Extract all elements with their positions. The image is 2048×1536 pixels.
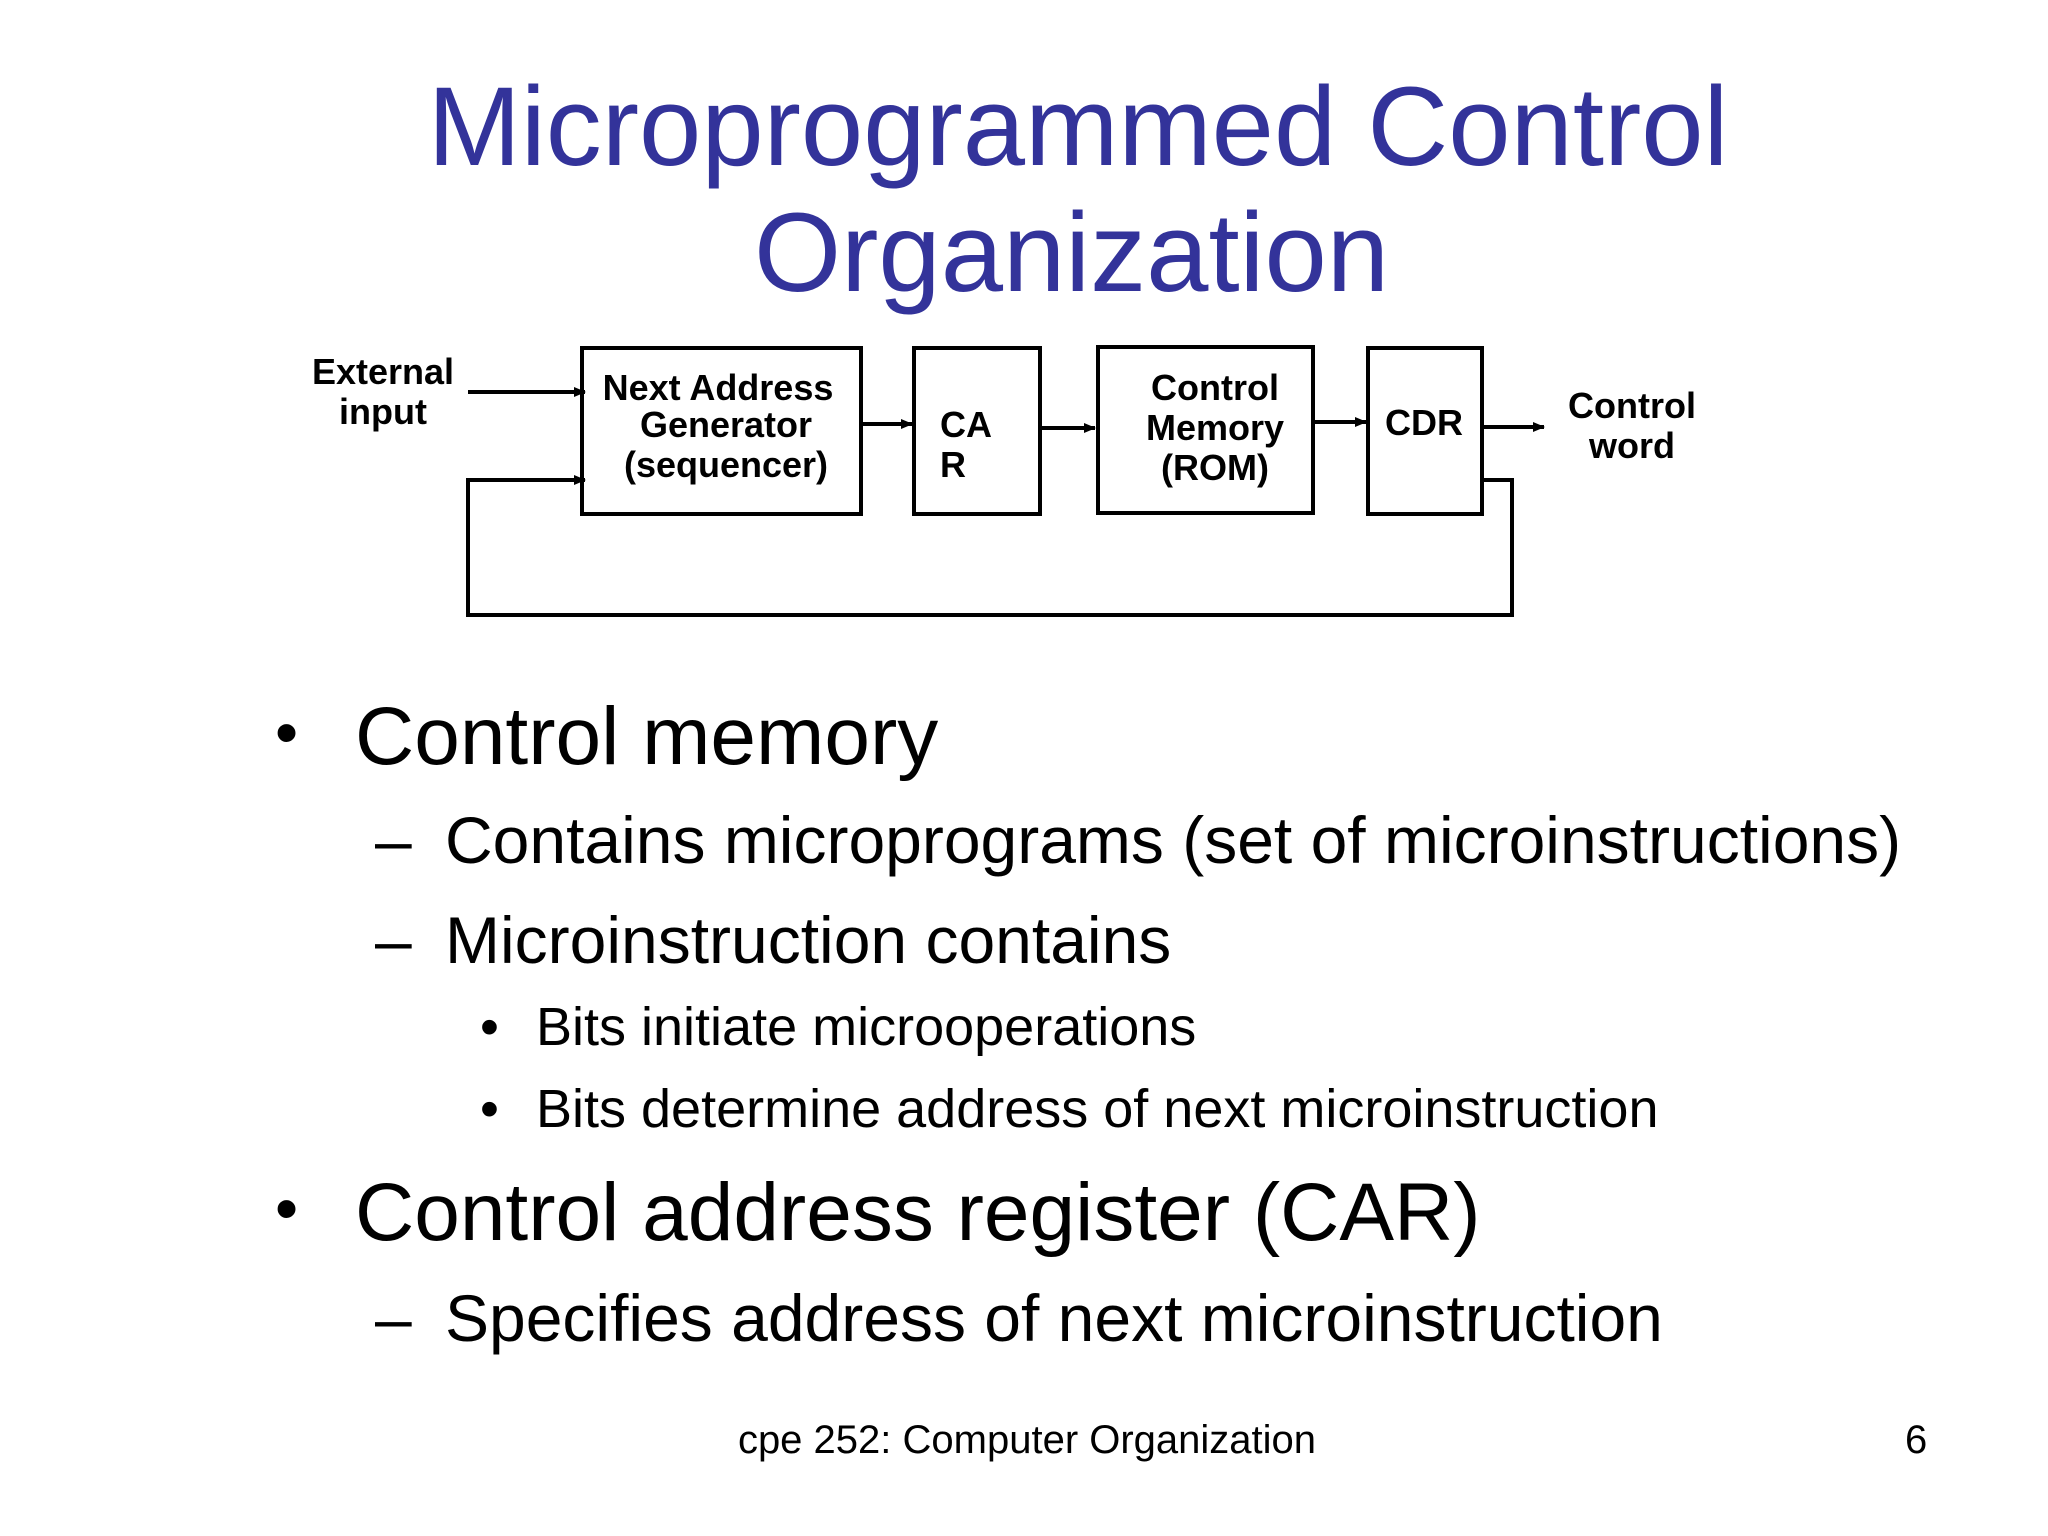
slide-footer: cpe 252: Computer Organization bbox=[737, 1418, 1317, 1462]
bullet-text: Microinstruction contains bbox=[445, 903, 1172, 977]
feedback-loop-line bbox=[466, 475, 1514, 617]
control-memory-block: Control Memory (ROM) bbox=[1096, 345, 1315, 515]
bullet-marker: • bbox=[275, 695, 299, 769]
dash-marker: – bbox=[375, 903, 412, 977]
svg-text:CDR: CDR bbox=[1385, 402, 1463, 443]
bullet-text: Control address register (CAR) bbox=[355, 1167, 1481, 1258]
bullet-text: Control memory bbox=[355, 691, 939, 782]
cdr-block: CDR bbox=[1366, 346, 1484, 516]
svg-text:(ROM): (ROM) bbox=[1161, 447, 1269, 488]
svg-text:Control: Control bbox=[1151, 367, 1279, 408]
svg-text:input: input bbox=[339, 391, 427, 432]
next-address-generator-box bbox=[580, 346, 863, 516]
cdr-box bbox=[1366, 346, 1484, 516]
bullet-marker: • bbox=[480, 997, 499, 1057]
car-box bbox=[912, 346, 1042, 516]
car-block: CA R bbox=[912, 346, 1042, 516]
bullet-text: Bits initiate microoperations bbox=[536, 997, 1197, 1057]
svg-text:R: R bbox=[940, 444, 966, 485]
svg-text:Generator: Generator bbox=[640, 404, 812, 445]
svg-text:Memory: Memory bbox=[1146, 407, 1284, 448]
svg-text:Next Address: Next Address bbox=[603, 367, 834, 408]
bullet-text: Contains microprograms (set of microinst… bbox=[445, 803, 1902, 877]
slide-title: Microprogrammed Control Organization bbox=[0, 64, 2048, 316]
external-input-label: External input bbox=[312, 351, 454, 432]
title-line-1: Microprogrammed Control bbox=[427, 64, 1729, 189]
svg-text:Control: Control bbox=[1568, 385, 1696, 426]
dash-marker: – bbox=[375, 803, 412, 877]
next-address-generator-block: Next Address Generator (sequencer) bbox=[580, 346, 863, 516]
page-number: 6 bbox=[1905, 1418, 1928, 1462]
svg-text:(sequencer): (sequencer) bbox=[624, 444, 828, 485]
svg-text:word: word bbox=[1588, 425, 1675, 466]
bullet-marker: • bbox=[480, 1079, 499, 1139]
control-memory-box bbox=[1096, 345, 1315, 515]
bullet-text: Specifies address of next microinstructi… bbox=[445, 1281, 1663, 1355]
control-word-label: Control word bbox=[1568, 385, 1696, 466]
bullet-text: Bits determine address of next microinst… bbox=[536, 1079, 1659, 1139]
dash-marker: – bbox=[375, 1281, 412, 1355]
bullet-marker: • bbox=[275, 1171, 299, 1245]
title-line-2: Organization bbox=[753, 190, 1390, 315]
svg-text:CA: CA bbox=[940, 404, 992, 445]
svg-text:External: External bbox=[312, 351, 454, 392]
